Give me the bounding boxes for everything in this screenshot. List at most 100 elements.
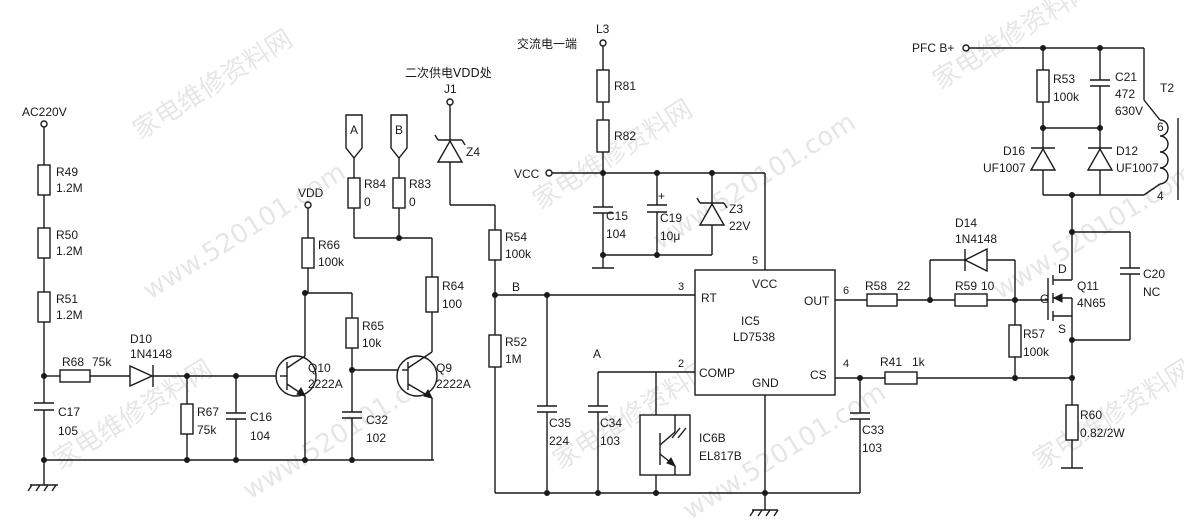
c34-value: 103	[600, 434, 620, 448]
r66-value: 100k	[318, 255, 345, 269]
r54-value: 100k	[505, 247, 532, 261]
ac220v-terminal	[40, 120, 48, 128]
r68-label: R68	[62, 355, 84, 369]
pin-comp-label: COMP	[699, 366, 735, 380]
z4-label: Z4	[466, 145, 480, 159]
watermark-text: 家电维修资料网	[528, 94, 698, 216]
c16-value: 104	[250, 429, 270, 443]
r53-label: R53	[1053, 72, 1075, 86]
q11-value: 4N65	[1077, 296, 1106, 310]
z3-label: Z3	[729, 202, 743, 216]
r64-value: 100	[442, 297, 462, 311]
resistor-r54	[488, 229, 502, 261]
pfc-label: PFC B+	[912, 41, 954, 55]
r60-value: 0.82/2W	[1080, 426, 1125, 440]
c20-value: NC	[1143, 285, 1161, 299]
pfc-terminal	[962, 44, 970, 52]
pin-5-label: 5	[752, 255, 758, 267]
t2-pin6: 6	[1157, 120, 1164, 134]
pin-6-label: 6	[843, 285, 849, 297]
resistor-r53	[1036, 69, 1050, 103]
resistor-r60	[1065, 404, 1079, 441]
l3-label: L3	[596, 22, 610, 36]
resistor-r82	[596, 119, 610, 153]
pin-out-label: OUT	[804, 294, 830, 308]
resistor-r64	[425, 276, 439, 313]
vdd-secondary-label: 二次供电VDD处	[405, 66, 492, 80]
pin-d-label: D	[1058, 262, 1067, 276]
r49-value: 1.2M	[56, 181, 83, 195]
r65-value: 10k	[362, 336, 382, 350]
c21-label: C21	[1115, 70, 1137, 84]
pin-vcc-label: VCC	[752, 277, 778, 291]
c32-label: C32	[366, 413, 388, 427]
transistor-q9	[396, 355, 438, 397]
r41-label: R41	[880, 355, 902, 369]
q10-value: 2222A	[308, 377, 343, 391]
q9-label: Q9	[436, 361, 452, 375]
q10-label: Q10	[308, 361, 331, 375]
ic6b-value: EL817B	[699, 449, 742, 463]
resistor-r81	[596, 69, 610, 103]
resistor-r49	[37, 164, 51, 196]
r58-value: 22	[897, 279, 911, 293]
r52-label: R52	[505, 335, 527, 349]
j1-terminal	[446, 98, 454, 106]
vdd-label: VDD	[298, 186, 324, 200]
c17-value: 105	[58, 424, 78, 438]
r50-label: R50	[56, 228, 78, 242]
r83-value: 0	[409, 195, 416, 209]
r58-label: R58	[865, 279, 887, 293]
ac220v-label: AC220V	[22, 105, 67, 119]
transformer-t2-winding	[1143, 99, 1169, 196]
watermark-text: www.520101.com	[138, 157, 351, 306]
c33-value: 103	[862, 441, 882, 455]
pin-g-label: G	[1040, 292, 1049, 306]
r67-label: R67	[197, 405, 219, 419]
d12-value: UF1007	[1116, 161, 1159, 175]
c21-value-2: 630V	[1115, 104, 1143, 118]
j1-label: J1	[444, 82, 457, 96]
pin-3-label: 3	[678, 281, 684, 293]
pin-cs-label: CS	[810, 368, 827, 382]
resistor-r65	[345, 317, 359, 349]
ic5-value: LD7538	[733, 330, 775, 344]
ic6b-label: IC6B	[699, 431, 726, 445]
resistor-r41	[884, 371, 918, 385]
c19-value: 10μ	[660, 229, 680, 243]
r57-label: R57	[1023, 327, 1045, 341]
diode-d14	[963, 247, 988, 273]
resistor-r84	[347, 177, 361, 209]
r81-label: R81	[614, 79, 636, 93]
c15-label: C15	[606, 209, 628, 223]
r60-label: R60	[1080, 408, 1102, 422]
r82-label: R82	[614, 129, 636, 143]
r49-label: R49	[56, 165, 78, 179]
r52-value: 1M	[505, 352, 522, 366]
resistor-r51	[37, 291, 51, 323]
r66-label: R66	[318, 238, 340, 252]
resistor-r50	[37, 227, 51, 259]
r84-label: R84	[364, 177, 386, 191]
resistor-r67	[180, 403, 194, 435]
pin-gnd-label: GND	[752, 376, 779, 390]
resistor-r57	[1008, 324, 1022, 358]
resistor-r58	[866, 293, 898, 307]
r84-value: 0	[364, 195, 371, 209]
watermark-text: 家电维修资料网	[1028, 354, 1184, 476]
connector-a-label: A	[350, 123, 358, 137]
d16-value: UF1007	[983, 161, 1026, 175]
watermark-text: 家电维修资料网	[128, 24, 298, 146]
q11-label: Q11	[1077, 279, 1099, 293]
t2-pin4: 4	[1157, 189, 1164, 203]
c33-label: C33	[862, 423, 884, 437]
resistor-r68	[59, 369, 91, 383]
r41-value: 1k	[912, 355, 926, 369]
c19-polarity: +	[658, 189, 665, 203]
r54-label: R54	[505, 230, 527, 244]
d10-label: D10	[130, 332, 152, 346]
zener-z4	[436, 139, 464, 163]
diode-d16	[1029, 147, 1057, 171]
r57-value: 100k	[1023, 345, 1050, 359]
